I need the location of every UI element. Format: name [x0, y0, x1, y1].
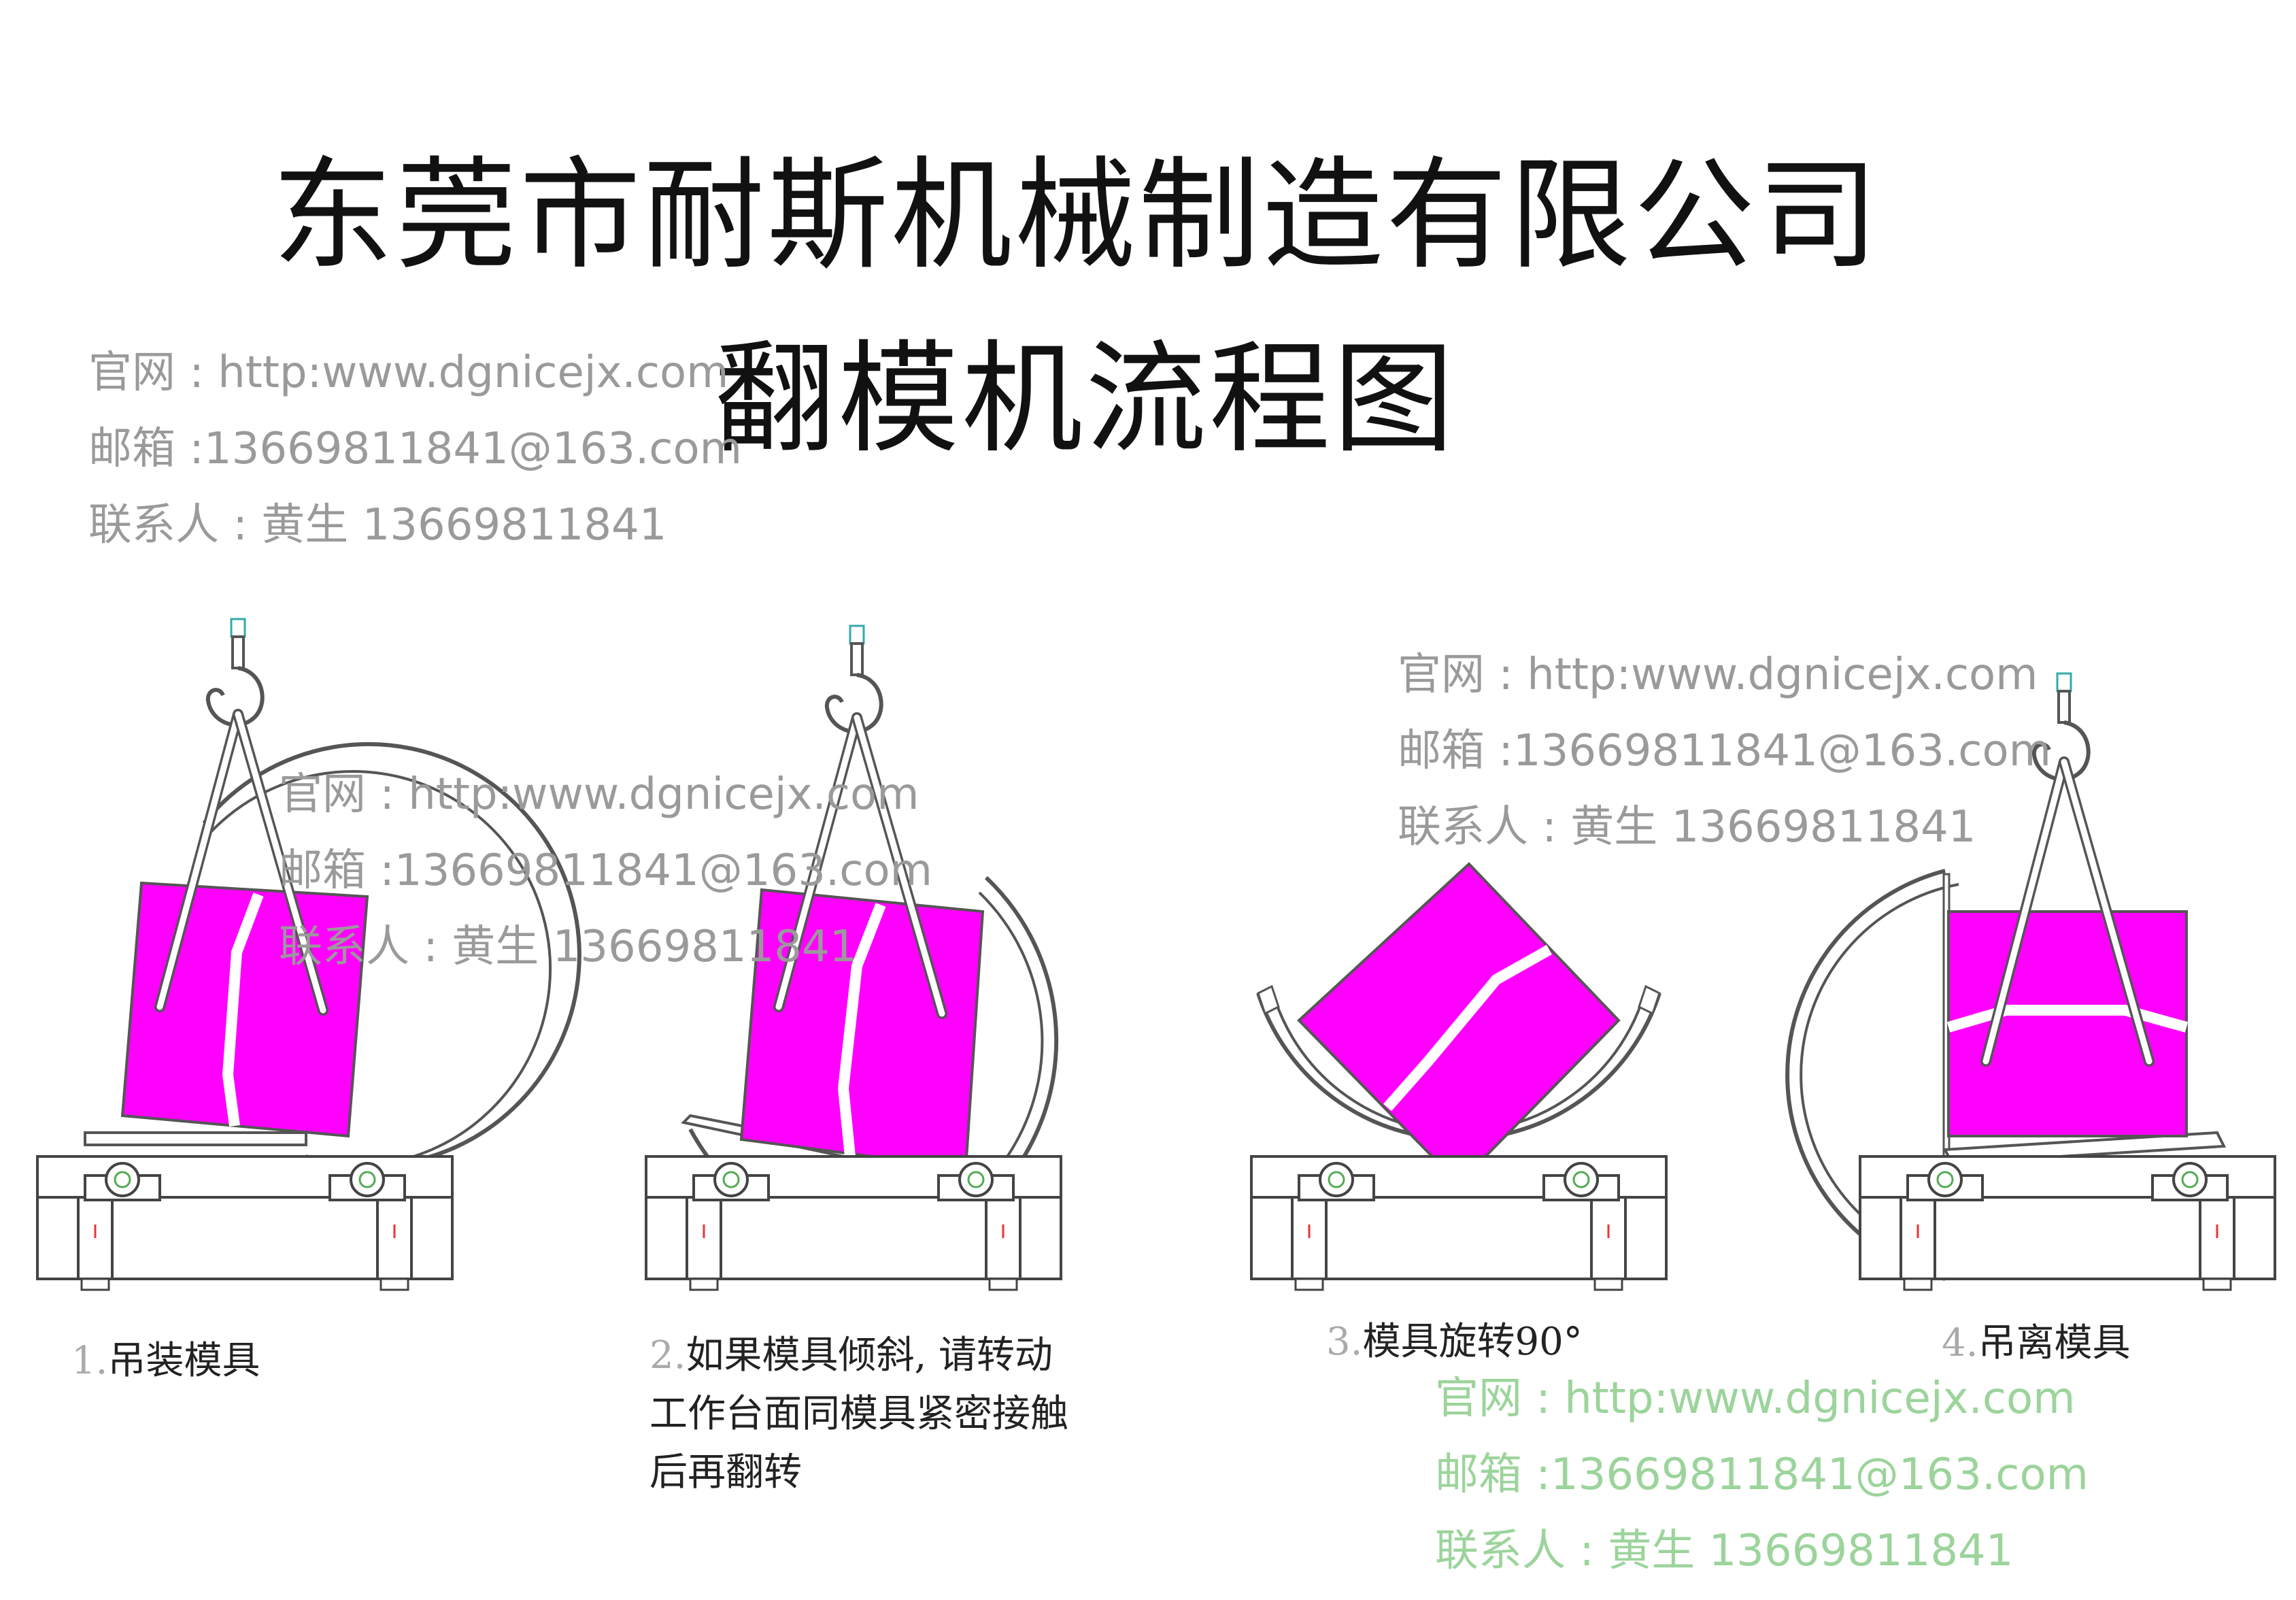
step-text: 吊装模具	[107, 1339, 260, 1383]
contact-watermark: 官网 : http:www.dgnicejx.com 邮箱 :136698118…	[88, 335, 742, 563]
email-text: 邮箱 :13669811841@163.com	[88, 424, 742, 474]
step-text: 如果模具倾斜, 请转动	[686, 1333, 1053, 1378]
contact-person-text: 联系人 : 黄生 13669811841	[1435, 1526, 2014, 1576]
contact-watermark: 官网 : http:www.dgnicejx.com 邮箱 :136698118…	[279, 756, 932, 985]
contact-watermark: 官网 : http:www.dgnicejx.com 邮箱 :136698118…	[1435, 1361, 2089, 1589]
step-number: 2.	[649, 1333, 686, 1378]
company-title: 东莞市耐斯机械制造有限公司	[272, 145, 1881, 286]
contact-person-text: 联系人 : 黄生 13669811841	[279, 922, 858, 972]
email-text: 邮箱 :13669811841@163.com	[1435, 1450, 2089, 1500]
step-number: 3.	[1326, 1320, 1363, 1364]
scene-2-tilt-table	[645, 626, 1062, 1291]
step-2-caption: 2.如果模具倾斜, 请转动 工作台面同模具紧密接触 后再翻转	[649, 1327, 1068, 1502]
website-text: 官网 : http:www.dgnicejx.com	[1398, 650, 2038, 700]
website-text: 官网 : http:www.dgnicejx.com	[88, 348, 729, 398]
step-text-line-2: 工作台面同模具紧密接触	[649, 1392, 1068, 1436]
step-1-caption: 1.吊装模具	[71, 1332, 260, 1390]
scene-4-remove-mold	[1785, 673, 2276, 1291]
step-text: 模具旋转90°	[1362, 1320, 1583, 1364]
step-3-caption: 3.模具旋转90°	[1326, 1313, 1583, 1371]
email-text: 邮箱 :13669811841@163.com	[279, 846, 932, 896]
step-number: 1.	[71, 1339, 108, 1383]
contact-person-text: 联系人 : 黄生 13669811841	[1398, 802, 1976, 852]
scene-1-lift-mold	[36, 619, 581, 1291]
email-text: 邮箱 :13669811841@163.com	[1398, 726, 2051, 776]
website-text: 官网 : http:www.dgnicejx.com	[279, 769, 919, 820]
step-number: 4.	[1942, 1321, 1978, 1365]
contact-person-text: 联系人 : 黄生 13669811841	[88, 500, 667, 550]
step-text-line-3: 后再翻转	[649, 1450, 802, 1495]
contact-watermark: 官网 : http:www.dgnicejx.com 邮箱 :136698118…	[1398, 637, 2051, 865]
website-text: 官网 : http:www.dgnicejx.com	[1435, 1373, 2076, 1424]
diagram-title: 翻模机流程图	[714, 329, 1457, 469]
step-4-caption: 4.吊离模具	[1942, 1314, 2130, 1373]
scene-3-rotate-90	[1250, 862, 1668, 1291]
step-text: 吊离模具	[1978, 1321, 2131, 1365]
